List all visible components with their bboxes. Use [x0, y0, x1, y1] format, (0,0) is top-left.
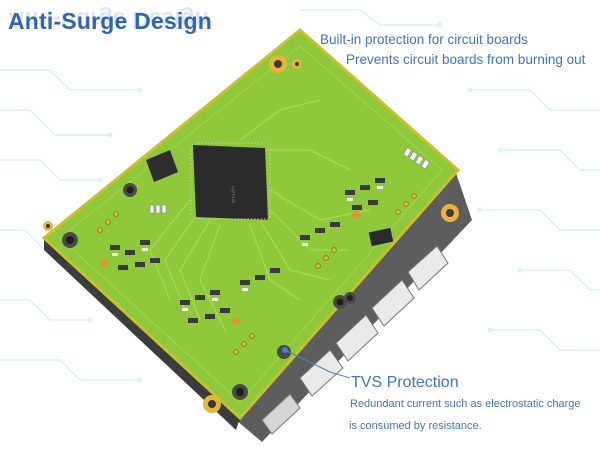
- small-chip: [146, 150, 178, 182]
- callout-pointer: [284, 349, 351, 379]
- feature-subtitle-line-2: Prevents circuit boards from burning out: [346, 52, 586, 67]
- title-reflection: Anti-Surge Design: [8, 7, 209, 33]
- rj45-ports: [261, 245, 449, 435]
- tvs-description-line-1: Redundant current such as electrostatic …: [350, 398, 581, 410]
- svg-text:LQFP100: LQFP100: [231, 186, 236, 204]
- mounting-holes: [43, 55, 459, 413]
- feature-subtitle-line-1: Built-in protection for circuit boards: [320, 32, 528, 47]
- mcu-chip: LQFP100: [190, 142, 271, 220]
- tvs-protection-title: TVS Protection: [351, 374, 459, 391]
- board-side-panel: [236, 170, 472, 442]
- pcb-top: [41, 28, 461, 421]
- tvs-description-line-2: is consumed by resistance.: [349, 420, 482, 432]
- page-title: Anti-Surge Design: [8, 8, 213, 34]
